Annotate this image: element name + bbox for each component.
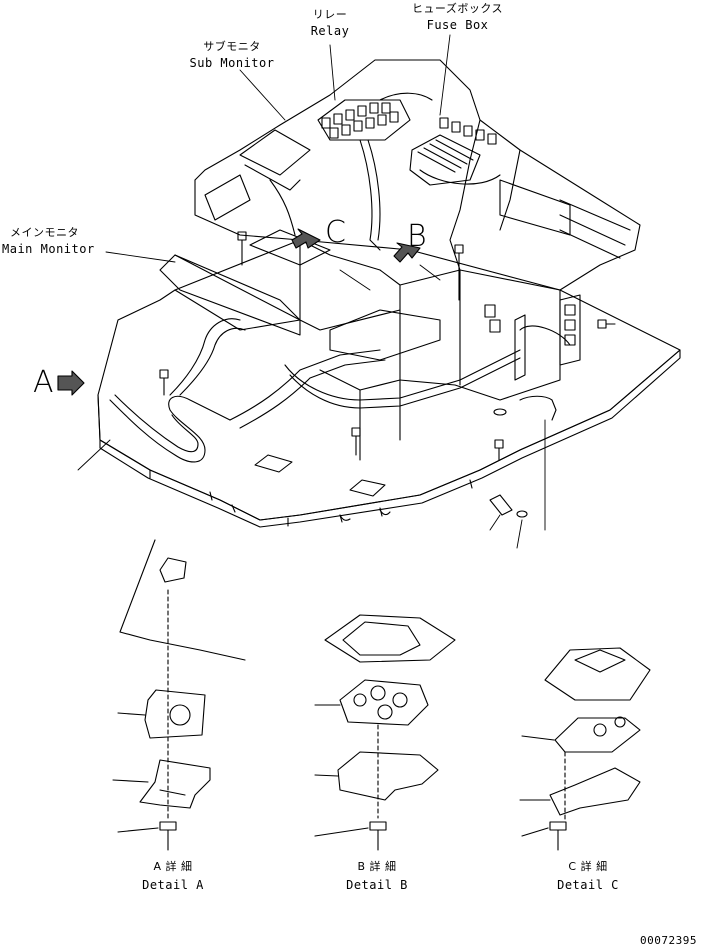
detail-b-title-en: Detail B [346,878,408,892]
detail-c-title-jp: C 詳 細 [568,860,608,873]
main-monitor [159,254,301,336]
view-arrows [57,228,421,396]
view-marker-a: A [33,365,55,400]
fuse-box-label-en: Fuse Box [426,18,489,32]
view-marker-c: C [325,215,347,250]
sub-monitor-label-en: Sub Monitor [189,56,275,70]
view-marker-b: B [407,219,428,254]
detail-c-title-en: Detail C [557,878,619,892]
main-monitor-label-jp: メインモニタ [10,226,79,239]
fuse-box [409,117,497,186]
connector-bracket [484,294,581,381]
detail-c-drawing [519,647,651,851]
relay-label-en: Relay [310,24,350,38]
console-structure [174,59,641,461]
detail-b-drawing [314,614,456,851]
floor-plate [97,239,681,528]
drawing-number: 00072395 [640,934,697,947]
main-monitor-label-en: Main Monitor [2,242,95,256]
bolts [159,231,616,518]
sub-monitor-label-jp: サブモニタ [203,40,261,53]
fuse-box-label-jp: ヒューズボックス [411,2,504,15]
leader-lines [77,34,546,549]
detail-b-title-jp: B 詳 細 [357,860,397,873]
detail-a-title-en: Detail A [142,878,204,892]
detail-a-title-jp: A 詳 細 [153,860,193,873]
relay-block [317,99,411,141]
relay-label-jp: リレー [312,8,348,21]
detail-a-drawing [112,539,246,851]
wire-harness [109,92,571,463]
sub-monitor [239,129,311,191]
